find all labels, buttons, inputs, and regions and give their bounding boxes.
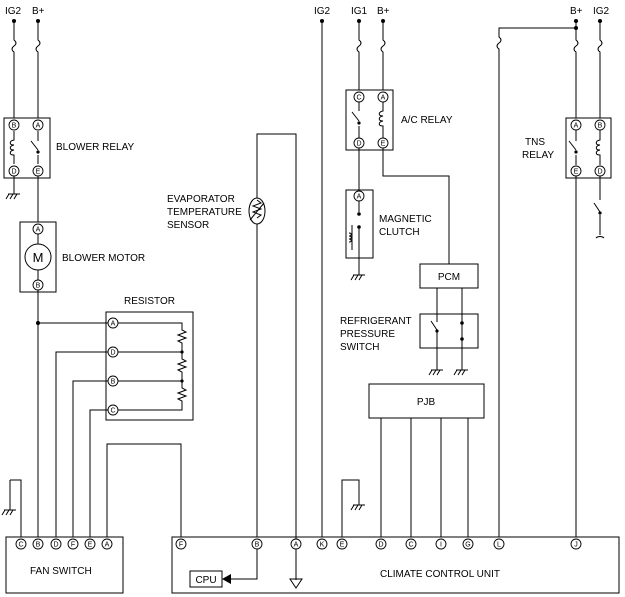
ground-symbol (5, 176, 20, 200)
ig2-left-label: IG2 (5, 6, 22, 17)
magnetic-clutch-label-line1: MAGNETIC (379, 214, 432, 225)
fuse-symbols (11, 21, 603, 58)
arrow-left-icon (222, 574, 231, 584)
climate-control-unit: F B A K E D C I G L J (171, 536, 620, 594)
tns-relay: A B E D (565, 117, 612, 179)
svg-text:C: C (408, 542, 413, 549)
ac-relay: C A D E (345, 58, 394, 151)
svg-text:C: C (356, 95, 361, 102)
svg-text:E: E (574, 169, 579, 176)
svg-text:A: A (574, 123, 579, 130)
tns-switch (575, 176, 605, 537)
evaporator-sensor (248, 133, 297, 580)
svg-text:A: A (381, 95, 386, 102)
svg-text:C: C (110, 408, 115, 415)
svg-text:A: A (357, 194, 362, 201)
blower-relay-label: BLOWER RELAY (56, 142, 134, 153)
svg-text:I: I (440, 542, 442, 549)
magnetic-clutch-label-line2: CLUTCH (379, 227, 420, 238)
svg-text:E: E (88, 542, 93, 549)
pcm-label: PCM (438, 272, 460, 283)
ig1-label: IG1 (351, 6, 368, 17)
svg-text:B: B (36, 283, 41, 290)
svg-text:A: A (36, 123, 41, 130)
signal-ground-icon (289, 578, 303, 589)
ac-relay-to-pcm-wire (382, 148, 450, 264)
svg-text:M: M (33, 250, 44, 265)
ig2-mid-label: IG2 (314, 6, 331, 17)
refrigerant-pressure-switch (419, 313, 479, 376)
svg-text:D: D (597, 169, 602, 176)
svg-text:A: A (105, 542, 110, 549)
svg-text:D: D (356, 141, 361, 148)
blower-relay: B A D E (3, 58, 51, 179)
svg-text:J: J (574, 542, 578, 549)
fan-switch-label: FAN SWITCH (30, 566, 92, 577)
svg-text:B: B (12, 123, 17, 130)
svg-text:D: D (53, 542, 58, 549)
pjb-label: PJB (417, 397, 436, 408)
bplus-left-label: B+ (32, 6, 45, 17)
tns-relay-wiring (496, 21, 601, 537)
svg-text:B: B (598, 123, 603, 130)
source-dots (12, 19, 602, 23)
pjb: PJB (368, 383, 485, 419)
refrig-switch-label-line3: SWITCH (340, 342, 379, 353)
blower-motor: A M B (19, 221, 57, 293)
tns-relay-label-line2: RELAY (522, 150, 554, 161)
svg-text:F: F (179, 542, 183, 549)
svg-text:D: D (110, 350, 115, 357)
ig2-right-label: IG2 (593, 6, 610, 17)
blower-relay-pin-b (8, 119, 20, 131)
svg-text:G: G (465, 542, 470, 549)
svg-text:B: B (255, 542, 260, 549)
svg-text:E: E (36, 169, 41, 176)
ccu-ground-wire (341, 479, 365, 537)
cpu-label: CPU (195, 575, 216, 586)
svg-text:D: D (11, 169, 16, 176)
cpu-box: CPU (189, 549, 258, 588)
evap-sensor-label-line2: TEMPERATURE (167, 207, 242, 218)
tns-relay-label-line1: TNS (525, 137, 545, 148)
svg-text:B: B (111, 379, 116, 386)
blower-motor-label: BLOWER MOTOR (62, 253, 145, 264)
refrig-switch-label-line1: REFRIGERANT (340, 316, 412, 327)
bplus-right-label: B+ (570, 6, 583, 17)
evap-sensor-label-line3: SENSOR (167, 220, 209, 231)
svg-text:E: E (381, 141, 386, 148)
pcm: PCM (419, 263, 479, 289)
refrig-switch-label-line2: PRESSURE (340, 329, 395, 340)
bplus-mid-label: B+ (377, 6, 390, 17)
svg-text:L: L (497, 542, 501, 549)
svg-text:K: K (320, 542, 325, 549)
resistor: A D B C (105, 311, 194, 421)
svg-text:C: C (18, 542, 23, 549)
fan-switch-wires (1, 290, 182, 537)
resistor-label: RESISTOR (124, 296, 175, 307)
climate-control-unit-label: CLIMATE CONTROL UNIT (380, 569, 500, 580)
svg-text:F: F (71, 542, 75, 549)
svg-text:A: A (111, 321, 116, 328)
ac-relay-label: A/C RELAY (401, 115, 453, 126)
fan-switch: C B D F E A (5, 536, 124, 594)
svg-text:D: D (378, 542, 383, 549)
motor-icon (24, 243, 52, 271)
svg-text:E: E (340, 542, 345, 549)
svg-text:A: A (36, 227, 41, 234)
blower-relay-pin-a (32, 119, 44, 131)
evap-sensor-label-line1: EVAPORATOR (167, 194, 235, 205)
magnetic-clutch: A (345, 189, 374, 281)
svg-text:B: B (36, 542, 41, 549)
svg-text:A: A (294, 542, 299, 549)
